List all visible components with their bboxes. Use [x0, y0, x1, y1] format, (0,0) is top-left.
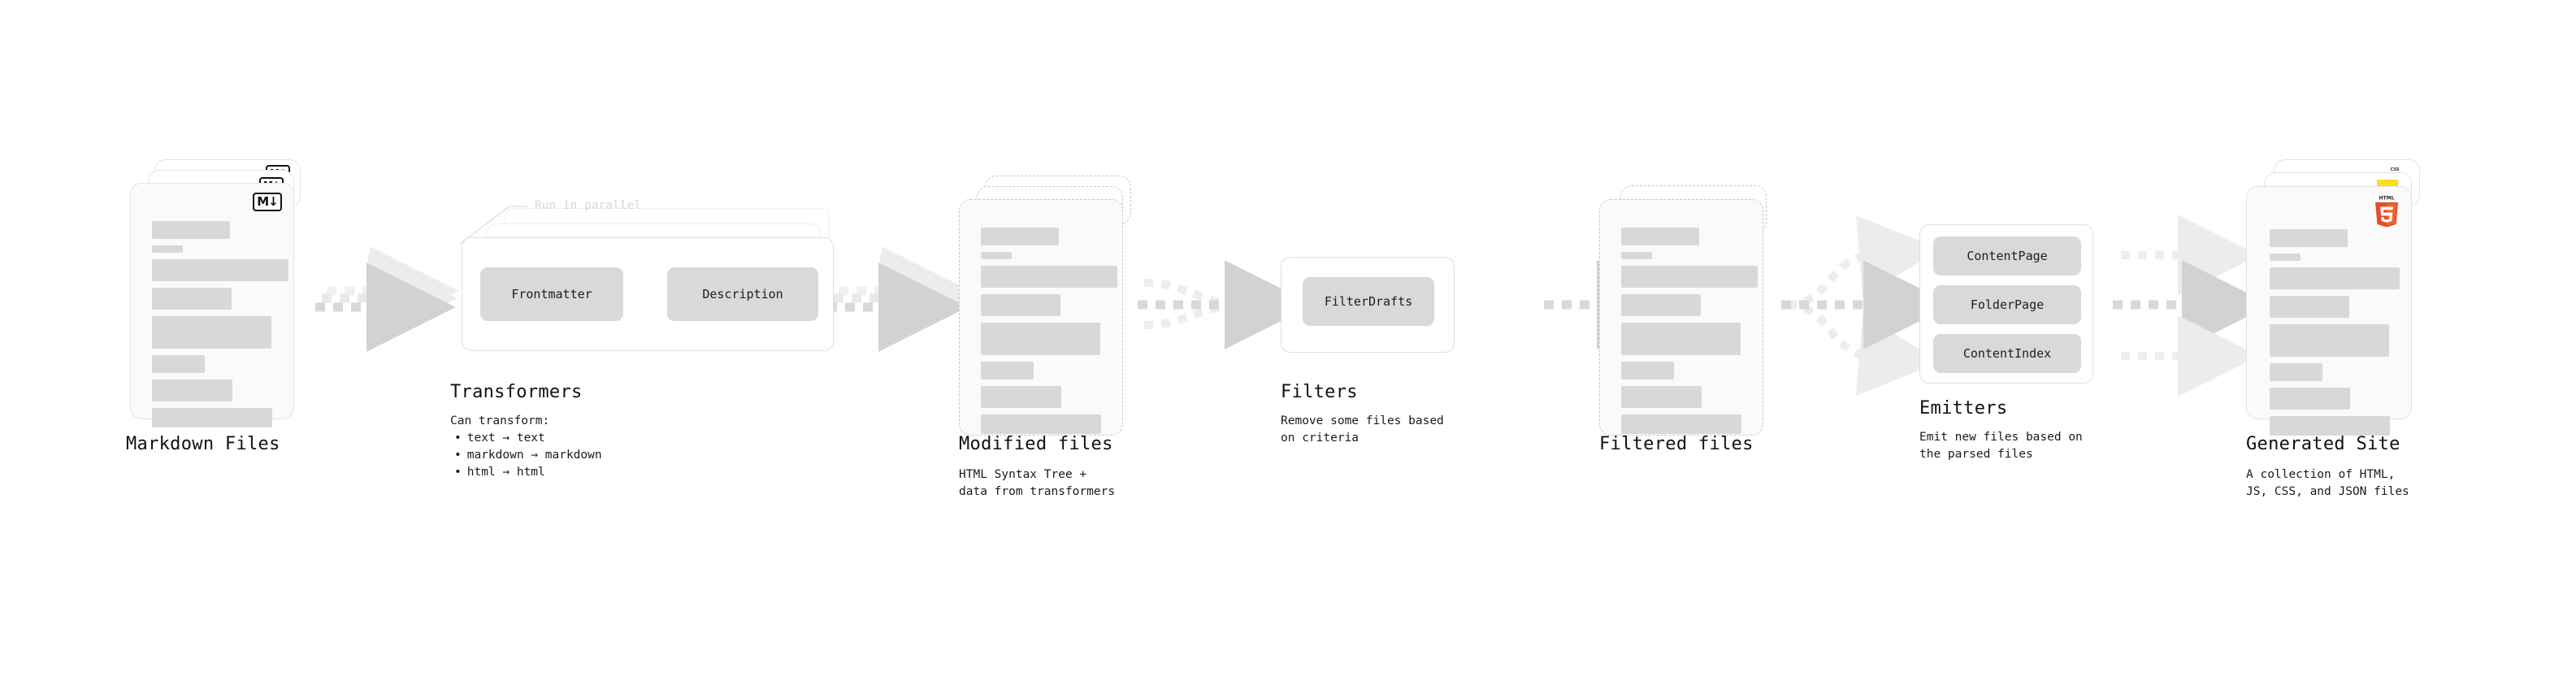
skeleton-bar	[1621, 294, 1701, 316]
emitter-chip-contentpage[interactable]: ContentPage	[1933, 236, 2081, 275]
skeleton-bar	[152, 221, 230, 239]
modified-file-stack	[959, 176, 1138, 436]
skeleton-bar	[2270, 388, 2350, 410]
skeleton-bar	[1621, 266, 1758, 288]
skeleton-bar	[1621, 414, 1741, 434]
markdown-card-skeleton	[152, 221, 288, 434]
transformer-panel-front: Frontmatter Description	[462, 237, 834, 351]
stage-title-modified-files: Modified files	[959, 434, 1113, 454]
markdown-card-front: M↓	[130, 183, 294, 427]
filter-chip-filterdrafts[interactable]: FilterDrafts	[1303, 277, 1434, 326]
stage-markdown-files: M↓ M↓ M↓	[130, 159, 309, 427]
connector-filtered-to-emitters	[1781, 215, 1953, 396]
emitters-desc-line: the parsed files	[1919, 448, 2033, 462]
css-icon-label: CSS	[2390, 167, 2400, 172]
stage-description-filters: Remove some files based on criteria	[1281, 413, 1444, 447]
transformers-bullet: markdown → markdown	[450, 447, 602, 464]
transformers-lead: Can transform:	[450, 414, 550, 427]
skeleton-bar	[152, 288, 232, 310]
transformers-bullet-list: text → text markdown → markdown html → h…	[450, 430, 602, 481]
filtered-card-front	[1599, 199, 1763, 436]
emitter-chip-folderpage[interactable]: FolderPage	[1933, 285, 2081, 324]
filters-desc-line: Remove some files based	[1281, 414, 1444, 427]
skeleton-bar	[2270, 254, 2301, 261]
stage-title-transformers: Transformers	[450, 382, 583, 402]
skeleton-bar	[981, 386, 1061, 408]
skeleton-bar	[981, 414, 1101, 434]
skeleton-bar	[2270, 296, 2349, 318]
emitter-chip-contentindex[interactable]: ContentIndex	[1933, 334, 2081, 373]
skeleton-bar	[981, 362, 1034, 380]
site-desc-line: A collection of HTML,	[2246, 468, 2396, 481]
svg-text:HTML: HTML	[2379, 196, 2395, 202]
skeleton-bar	[2270, 416, 2390, 436]
skeleton-bar	[2270, 229, 2348, 247]
stage-description-emitters: Emit new files based on the parsed files	[1919, 429, 2083, 463]
modified-card-front	[959, 199, 1123, 436]
markdown-file-stack: M↓ M↓ M↓	[130, 159, 309, 427]
stage-title-filtered-files: Filtered files	[1599, 434, 1754, 454]
connector-emitters-to-site	[2113, 215, 2271, 397]
skeleton-bar	[152, 245, 183, 253]
transformers-bullet: html → html	[450, 464, 602, 481]
stage-description-transformers: Can transform: text → text markdown → ma…	[450, 413, 602, 481]
modified-desc-line: data from transformers	[959, 485, 1116, 499]
modified-desc-line: HTML Syntax Tree +	[959, 468, 1087, 481]
transformer-chip-description[interactable]: Description	[667, 267, 818, 321]
skeleton-bar	[152, 408, 272, 427]
skeleton-bar	[2270, 363, 2322, 381]
connector-markdown-to-transformers	[315, 246, 459, 352]
skeleton-bar	[981, 228, 1059, 245]
stage-modified-files	[959, 176, 1138, 436]
filters-panel: FilterDrafts	[1281, 257, 1455, 353]
generated-site-stack: CSS HTML	[2246, 159, 2433, 436]
skeleton-bar	[2270, 324, 2389, 357]
connector-transformers-to-modified	[827, 246, 971, 352]
run-in-parallel-label: Run in parallel	[535, 199, 641, 212]
transformers-bullet: text → text	[450, 430, 602, 447]
filtered-card-skeleton	[1621, 228, 1758, 440]
transformer-chip-frontmatter[interactable]: Frontmatter	[480, 267, 623, 321]
stage-description-modified-files: HTML Syntax Tree + data from transformer…	[959, 466, 1115, 501]
markdown-icon: M↓	[253, 193, 282, 211]
site-desc-line: JS, CSS, and JSON files	[2246, 485, 2409, 499]
stage-title-emitters: Emitters	[1919, 398, 2008, 419]
emitters-desc-line: Emit new files based on	[1919, 431, 2083, 444]
emitters-panel: ContentPage FolderPage ContentIndex	[1919, 224, 2093, 384]
filters-desc-line: on criteria	[1281, 432, 1360, 445]
skeleton-bar	[981, 252, 1012, 259]
filtered-file-stack	[1599, 176, 1778, 436]
skeleton-bar	[1621, 228, 1699, 245]
html5-icon-svg: HTML	[2375, 196, 2398, 228]
stage-description-generated-site: A collection of HTML, JS, CSS, and JSON …	[2246, 466, 2409, 501]
stage-filtered-files	[1599, 176, 1778, 436]
html5-icon: HTML	[2372, 193, 2401, 228]
modified-card-skeleton	[981, 228, 1117, 440]
skeleton-bar	[1621, 252, 1652, 259]
skeleton-bar	[981, 266, 1117, 288]
site-card-skeleton	[2270, 229, 2400, 442]
connector-modified-to-filters	[1138, 260, 1314, 349]
stage-title-markdown-files: Markdown Files	[126, 434, 280, 454]
skeleton-bar	[1621, 323, 1741, 355]
skeleton-bar	[152, 316, 271, 349]
skeleton-bar	[1621, 386, 1702, 408]
site-card-html: HTML	[2246, 186, 2412, 436]
skeleton-bar	[152, 259, 288, 281]
skeleton-bar	[981, 294, 1060, 316]
skeleton-bar	[152, 355, 205, 373]
stage-title-generated-site: Generated Site	[2246, 434, 2400, 454]
skeleton-bar	[2270, 267, 2400, 289]
skeleton-bar	[1621, 362, 1674, 380]
skeleton-bar	[981, 323, 1100, 355]
stage-title-filters: Filters	[1281, 382, 1358, 402]
stage-generated-site: CSS HTML	[2246, 159, 2433, 436]
skeleton-bar	[152, 380, 232, 401]
